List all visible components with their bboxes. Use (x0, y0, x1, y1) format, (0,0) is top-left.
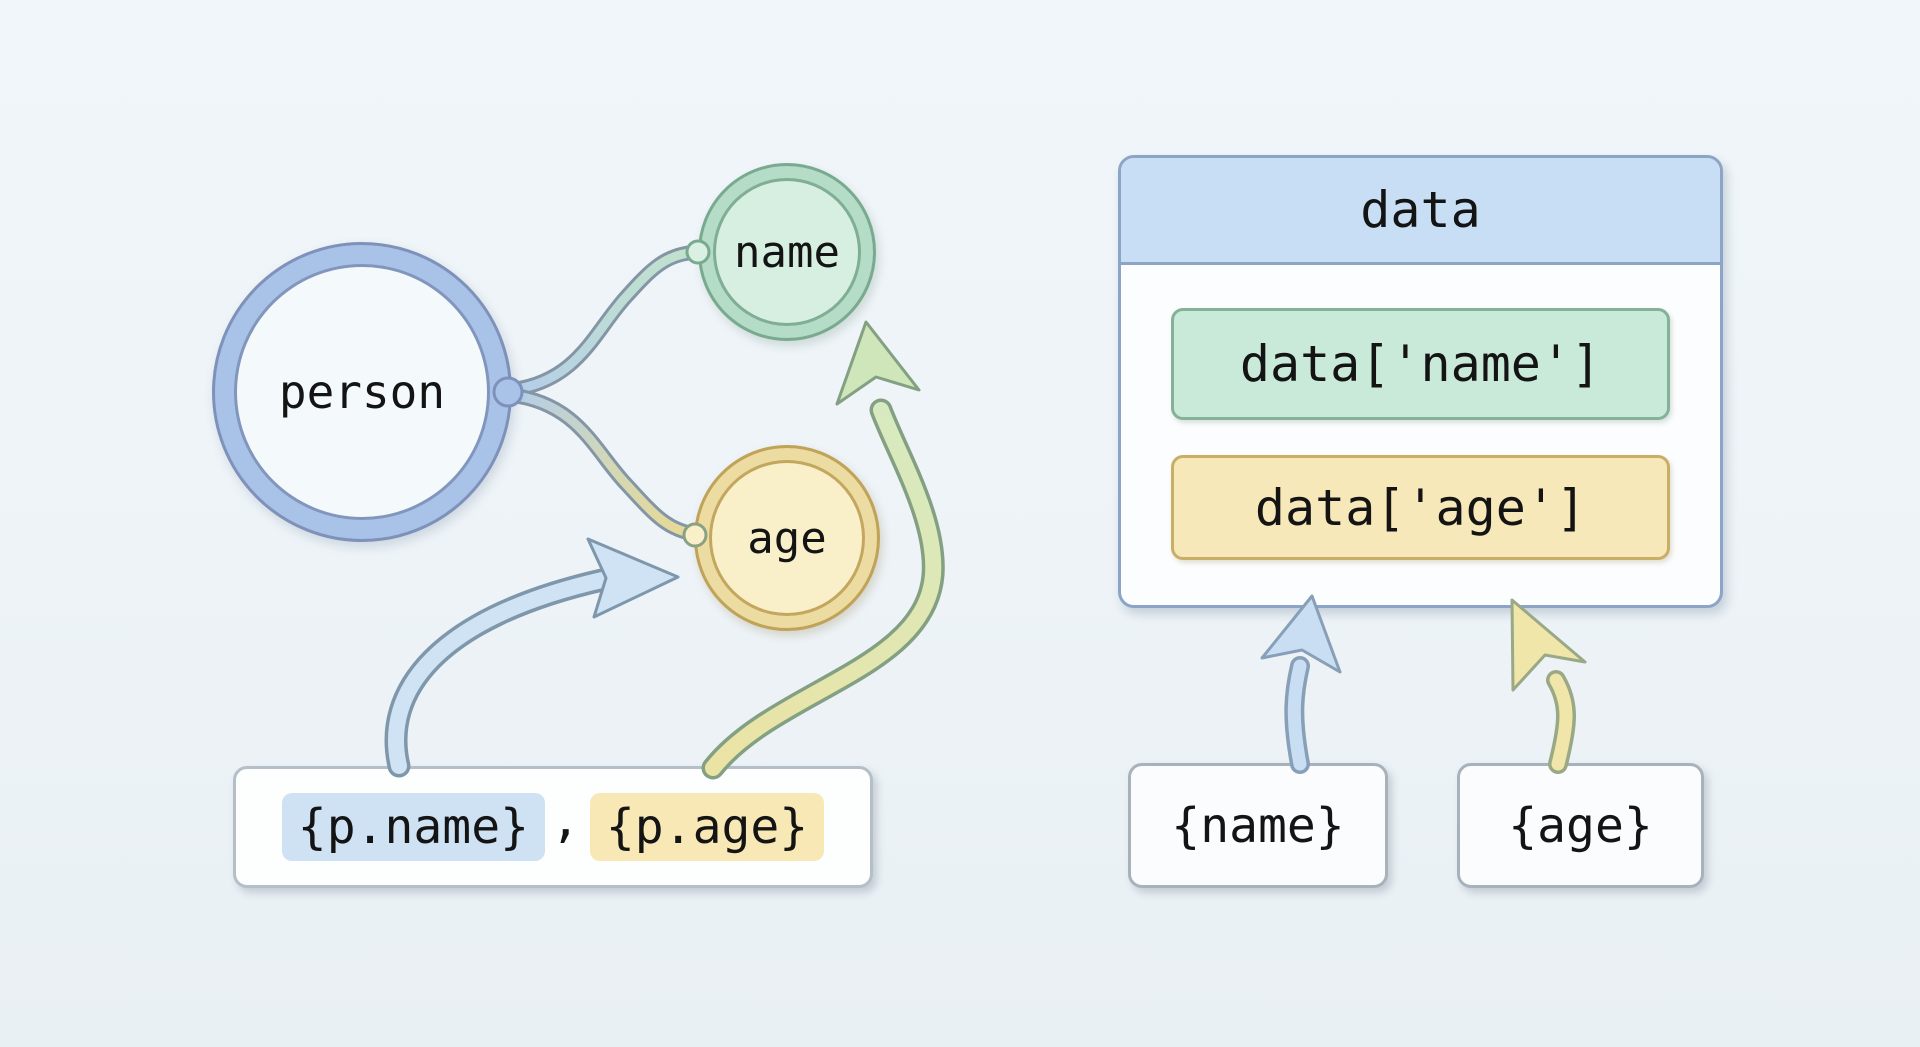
name-expression-chip: {p.name} (281, 793, 545, 861)
age-placeholder-box: {age} (1457, 763, 1704, 888)
person-name-edge (502, 244, 705, 398)
name-node-label: name (734, 226, 840, 278)
age-expression-chip: {p.age} (589, 793, 825, 861)
person-node-label: person (278, 365, 446, 419)
data-table-header: data (1121, 158, 1720, 265)
data-age-row: data['age'] (1171, 455, 1670, 560)
name-placeholder-box: {name} (1128, 763, 1388, 888)
data-table: data data['name'] data['age'] (1118, 155, 1723, 608)
data-table-title: data (1360, 181, 1481, 239)
name-placeholder-label: {name} (1171, 797, 1345, 854)
name-node: name (698, 163, 876, 341)
data-name-row: data['name'] (1171, 308, 1670, 420)
age-node-label: age (747, 512, 827, 564)
data-name-code: data['name'] (1239, 335, 1602, 393)
data-age-code: data['age'] (1254, 478, 1587, 537)
person-age-edge (502, 387, 703, 542)
template-expression-box: {p.name} , {p.age} (233, 766, 873, 888)
age-node: age (694, 445, 880, 631)
data-table-body: data['name'] data['age'] (1121, 265, 1720, 560)
age-placeholder-arrow (1510, 598, 1587, 774)
age-placeholder-label: {age} (1508, 797, 1653, 854)
person-node: person (212, 242, 512, 542)
expression-separator: , (550, 792, 580, 848)
name-placeholder-arrow (1260, 594, 1342, 774)
template-to-age-arrow (384, 537, 680, 778)
